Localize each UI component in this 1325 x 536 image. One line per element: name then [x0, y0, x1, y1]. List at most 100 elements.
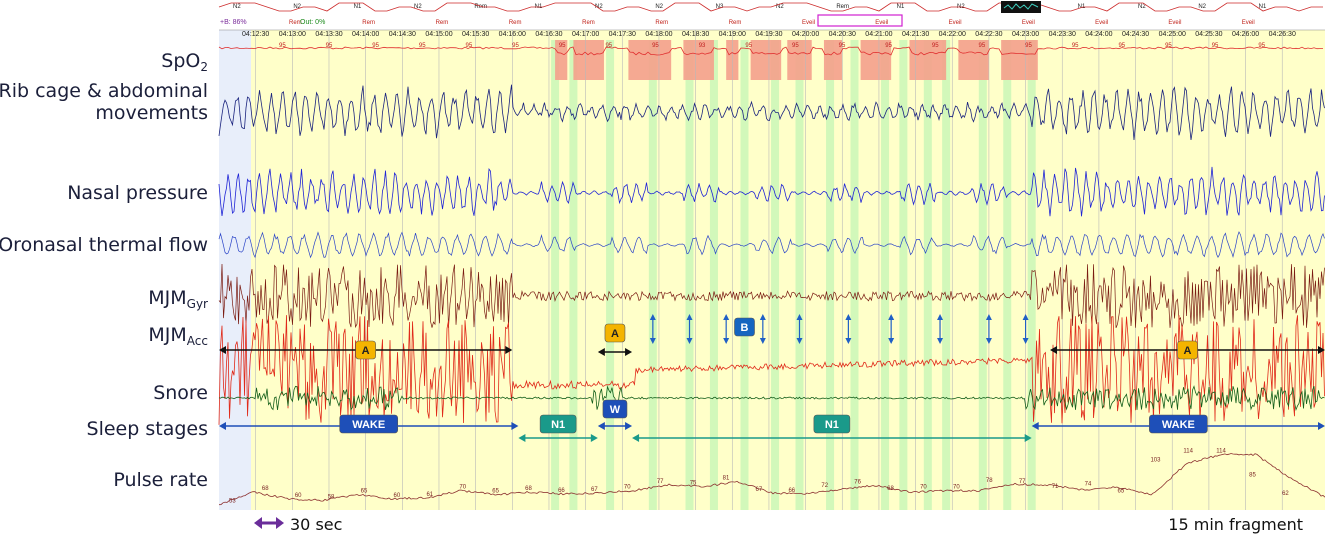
pulse-value-label: 77 [657, 479, 664, 485]
respiratory-event-band [551, 40, 560, 510]
rib-cage-trace [218, 84, 1325, 141]
pulse-value-label: 114 [1216, 449, 1226, 455]
event-strip-label: Rem [729, 20, 742, 26]
nasal-pressure-trace [218, 166, 1325, 217]
x-tick-label: 04:13:30 [315, 31, 342, 38]
hypnogram-stage-label: N1 [897, 4, 905, 10]
event-strip-label: Rem [509, 20, 522, 26]
time-scale-label: 30 sec [290, 515, 343, 534]
spo2-value-label: 95 [839, 43, 846, 49]
sleep-stage-badge [1149, 414, 1208, 434]
desaturation-block [787, 40, 812, 80]
pulse-value-label: 60 [394, 493, 401, 499]
x-tick-label: 04:17:00 [572, 31, 599, 38]
spo2-value-label: 95 [326, 43, 333, 49]
spo2-value-label: 95 [279, 43, 286, 49]
x-tick-label: 04:24:30 [1122, 31, 1149, 38]
b-marker-head-up [937, 314, 944, 320]
spo2-value-label: 95 [605, 43, 612, 49]
pulse-value-label: 70 [459, 485, 466, 491]
label-spo2: SpO2 [161, 50, 208, 74]
event-strip-label: Eveil [1242, 20, 1255, 26]
spo2-value-label: 95 [512, 43, 519, 49]
pulse-value-label: 58 [328, 494, 335, 500]
pulse-value-label: 77 [1019, 479, 1026, 485]
b-marker-head-up [723, 314, 730, 320]
hypnogram-stage-label: N1 [354, 4, 362, 10]
pulse-value-label: 70 [624, 485, 631, 491]
b-marker-head-down [796, 338, 803, 344]
x-tick-label: 04:26:30 [1269, 31, 1296, 38]
spo2-value-label: 95 [1025, 43, 1032, 49]
x-tick-label: 04:22:30 [975, 31, 1002, 38]
label-snore: Snore [153, 382, 208, 404]
arousal-badge-text: A [1184, 345, 1192, 357]
pulse-value-label: 67 [591, 487, 598, 493]
pulse-value-label: 68 [887, 486, 894, 492]
label-mjm-acc: MJMAcc [148, 324, 208, 348]
spo2-value-label: 95 [1165, 43, 1172, 49]
respiratory-event-band [881, 40, 890, 510]
spo2-trace [218, 46, 1324, 56]
spo2-value-label: 95 [979, 43, 986, 49]
b-marker-head-up [796, 314, 803, 320]
x-tick-label: 04:15:30 [462, 31, 489, 38]
sleep-stage-badge-text: WAKE [352, 419, 385, 431]
left-readout: +B: 86% [220, 19, 247, 26]
respiratory-event-band [795, 40, 804, 510]
pulse-value-label: 68 [525, 486, 532, 492]
b-marker-head-up [985, 314, 992, 320]
event-strip-label: Rem [362, 20, 375, 26]
hypnogram-stage-label: N2 [776, 4, 784, 10]
respiratory-event-band [740, 40, 749, 510]
respiratory-event-band [709, 40, 718, 510]
marker-b-badge-text: B [741, 322, 749, 334]
hypnogram-trace [218, 2, 1323, 12]
b-marker-head-down [723, 338, 730, 344]
mjm-gyr-trace [218, 263, 1325, 329]
spo2-value-label: 95 [419, 43, 426, 49]
spo2-value-label: 95 [372, 43, 379, 49]
x-tick-label: 04:21:00 [865, 31, 892, 38]
label-nasal-pressure: Nasal pressure [67, 182, 208, 204]
label-mjm-gyr: MJMGyr [148, 287, 208, 311]
pulse-value-label: 71 [1052, 484, 1059, 490]
arousal-span-arrow-head-left [219, 346, 226, 354]
pulse-rate-trace [218, 453, 1325, 506]
x-tick-label: 04:14:30 [389, 31, 416, 38]
x-tick-label: 04:16:30 [535, 31, 562, 38]
hypnogram-stage-label: N2 [233, 4, 241, 10]
b-marker-head-down [845, 338, 852, 344]
x-tick-label: 04:25:30 [1195, 31, 1222, 38]
x-tick-label: 04:17:30 [609, 31, 636, 38]
pulse-value-label: 78 [986, 478, 993, 484]
b-marker-head-up [888, 314, 895, 320]
minimap-trace [1003, 3, 1039, 10]
sleep-stage-span-head-left [597, 422, 605, 430]
b-marker-head-down [686, 338, 693, 344]
respiratory-event-band [648, 40, 657, 510]
pulse-value-label: 68 [262, 486, 269, 492]
respiratory-event-band [978, 40, 987, 510]
mjm-acc-trace [218, 315, 1325, 425]
snore-trace [218, 385, 1325, 411]
pulse-value-label: 61 [426, 492, 433, 498]
arousal-badge-text: A [362, 345, 370, 357]
hypnogram-stage-label: N2 [293, 4, 301, 10]
x-tick-label: 04:21:30 [902, 31, 929, 38]
spo2-value-label: 95 [559, 43, 566, 49]
sleep-stage-badge [539, 414, 577, 434]
sleep-stage-badge [813, 414, 851, 434]
pulse-value-label: 65 [1118, 489, 1125, 495]
desaturation-block [573, 40, 604, 80]
spo2-value-label: 95 [932, 43, 939, 49]
event-strip-label: Rem [582, 20, 595, 26]
b-marker-head-down [759, 338, 766, 344]
hypnogram-stage-label: N2 [1138, 4, 1146, 10]
respiratory-event-band [685, 40, 694, 510]
spo2-value-label: 95 [1212, 43, 1219, 49]
desaturation-block [683, 40, 714, 80]
